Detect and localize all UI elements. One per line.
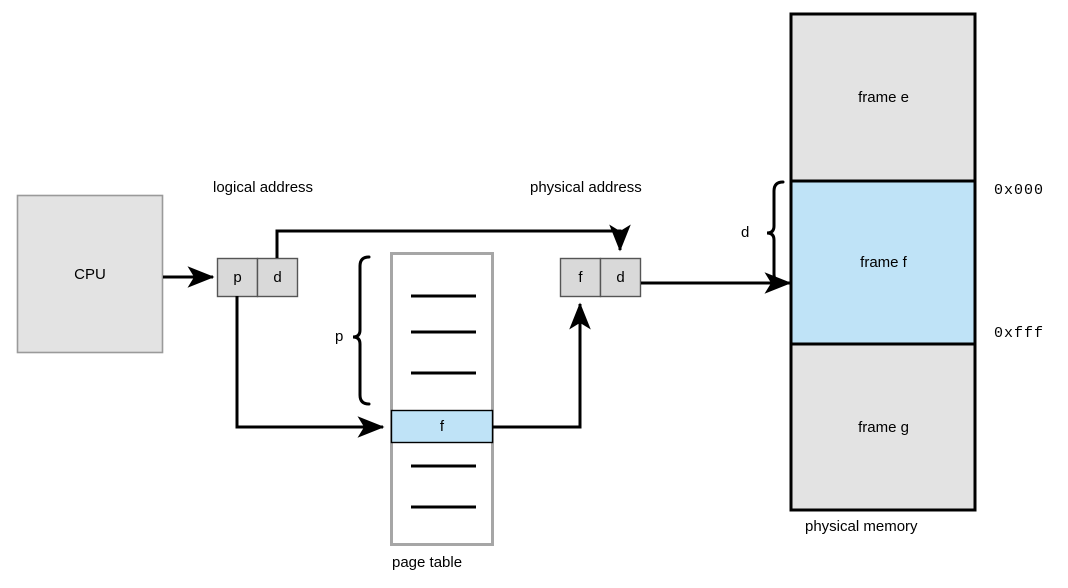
logical-address-p-label: p <box>233 269 242 286</box>
page-table-box <box>390 252 494 546</box>
page-number-brace-label: p <box>335 328 344 345</box>
logical-address-caption: logical address <box>213 179 314 196</box>
page-number-brace <box>352 255 371 406</box>
physical-address-f-label: f <box>578 269 583 286</box>
physical-memory-caption: physical memory <box>805 518 918 535</box>
page-number-to-table-line <box>235 296 385 438</box>
offset-passthrough-line <box>275 224 631 258</box>
frame-g-label: frame g <box>858 418 909 436</box>
memory-address-low-label: 0x000 <box>994 182 1045 199</box>
cpu-label: CPU <box>74 265 106 283</box>
cpu-box <box>16 194 164 354</box>
offset-brace-label: d <box>741 224 750 241</box>
physical-address-f-cell <box>559 257 602 298</box>
physical-memory-frame-f <box>792 181 974 344</box>
page-table-selected-entry <box>390 409 494 444</box>
frame-f-label: frame f <box>860 254 907 271</box>
logical-address-d-cell <box>256 257 299 298</box>
physical-address-d-label: d <box>616 269 625 286</box>
physical-address-caption: physical address <box>530 179 642 196</box>
page-table-selected-entry-label: f <box>439 418 445 435</box>
logical-address-d-label: d <box>273 269 282 286</box>
memory-address-high-label: 0xfff <box>994 325 1045 342</box>
offset-brace <box>766 180 785 285</box>
frame-number-to-physical-line <box>493 302 591 429</box>
page-table-caption: page table <box>392 554 463 571</box>
logical-address-p-cell <box>216 257 259 298</box>
physical-address-d-cell <box>599 257 642 298</box>
frame-e-label: frame e <box>858 89 909 106</box>
